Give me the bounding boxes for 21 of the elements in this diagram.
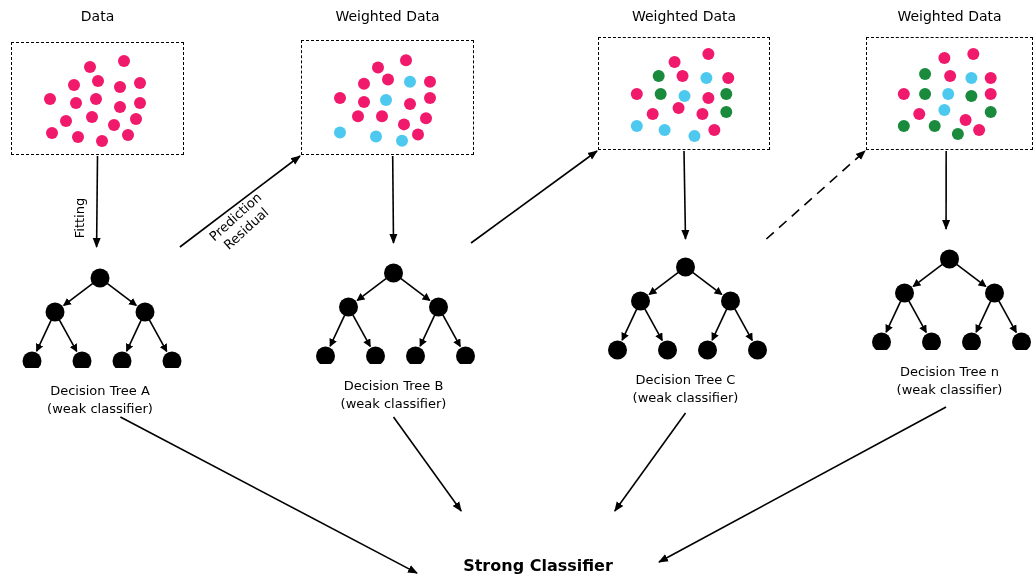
arrow <box>658 406 947 563</box>
arrow <box>392 416 462 512</box>
tree-caption: Decision Tree B (weak classifier) <box>339 377 448 413</box>
result-label: Strong Classifier <box>463 556 613 575</box>
heading-text: Weighted Data <box>335 8 440 24</box>
arrow <box>614 412 687 512</box>
arrow <box>389 155 398 244</box>
dashed-arrow <box>765 150 866 240</box>
heading-text: Weighted Data <box>897 8 1002 24</box>
tree-caption: Decision Tree n (weak classifier) <box>895 363 1004 399</box>
heading-text: Weighted Data <box>631 8 737 24</box>
arrow <box>92 155 101 248</box>
arrow <box>942 150 951 230</box>
heading-text: Data <box>80 8 115 24</box>
edge-label: Fitting <box>72 197 89 239</box>
tree-caption: Decision Tree A (weak classifier) <box>46 382 154 418</box>
tree-caption: Decision Tree C (weak classifier) <box>631 371 740 407</box>
arrow <box>179 155 301 248</box>
arrow <box>681 150 690 240</box>
arrow <box>470 150 598 244</box>
arrow <box>119 416 418 574</box>
